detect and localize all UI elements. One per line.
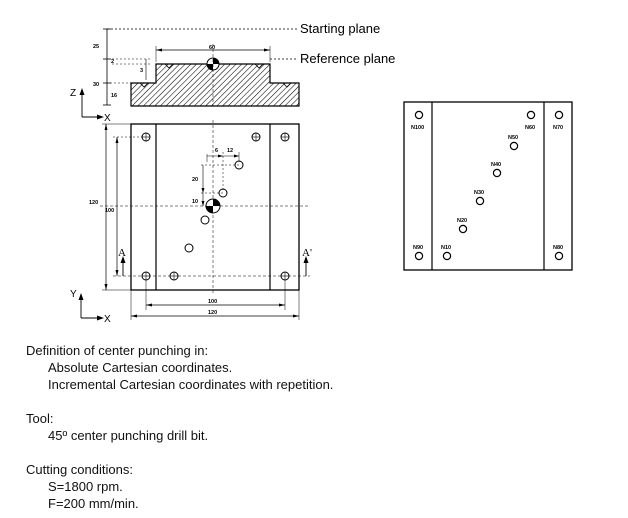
hole-n70 <box>554 110 564 120</box>
label-n40: N40 <box>491 162 501 168</box>
hole-n20 <box>458 224 468 234</box>
section-view: Starting plane Reference plane 25 30 16 … <box>70 21 395 124</box>
dim-30: 30 <box>93 82 99 88</box>
reference-plane-label: Reference plane <box>300 51 395 66</box>
sequence-plate <box>403 101 573 271</box>
axis-x-plan: X <box>104 314 111 325</box>
plate-outline <box>130 123 300 291</box>
part-section <box>130 63 300 107</box>
dim-3: 3 <box>140 68 143 74</box>
label-n30: N30 <box>474 190 484 196</box>
dim-100-vertical: 100 <box>105 208 114 214</box>
spindle-speed: S=1800 rpm. <box>48 479 123 494</box>
dim-120-vertical: 120 <box>89 200 98 206</box>
dim-25: 25 <box>93 44 99 50</box>
hole-n90 <box>414 251 424 261</box>
hole-n100 <box>414 110 424 120</box>
label-n60: N60 <box>525 125 535 131</box>
hole-n10 <box>442 251 452 261</box>
dim-60: 60 <box>209 45 215 51</box>
axis-z: Z <box>70 88 76 99</box>
axis-y: Y <box>70 289 77 300</box>
technical-drawing: Starting plane Reference plane 25 30 16 … <box>70 21 573 325</box>
plan-view: A A' <box>70 120 312 325</box>
dim-120-horizontal: 120 <box>208 310 217 316</box>
hole-n80 <box>554 251 564 261</box>
label-n100: N100 <box>411 125 424 131</box>
label-n20: N20 <box>457 218 467 224</box>
tool-description: 45º center punching drill bit. <box>48 428 209 443</box>
definition-heading: Definition of center punching in: <box>26 343 209 358</box>
section-mark-a-prime: A' <box>302 247 312 259</box>
description-text: Definition of center punching in: Absolu… <box>26 342 333 512</box>
section-mark-a: A <box>118 247 126 259</box>
program-sequence-view: N100 N60 N70 N50 N40 N30 N20 N90 N10 N80 <box>403 101 573 271</box>
tool-heading: Tool: <box>26 411 54 426</box>
dim-100-horizontal: 100 <box>208 299 217 305</box>
feedrate: F=200 mm/min. <box>48 496 139 511</box>
label-n10: N10 <box>441 245 451 251</box>
dim-16: 16 <box>111 93 117 99</box>
dim-2: 2 <box>111 59 114 65</box>
dim-6: 6 <box>215 148 218 154</box>
axis-x: X <box>104 113 111 124</box>
starting-plane-label: Starting plane <box>300 21 380 36</box>
dim-20: 20 <box>192 177 198 183</box>
label-n80: N80 <box>553 245 563 251</box>
hole-n60 <box>526 110 536 120</box>
label-n90: N90 <box>413 245 423 251</box>
cutting-conditions-heading: Cutting conditions: <box>26 462 133 477</box>
hole-n50 <box>509 141 519 151</box>
label-n50: N50 <box>508 135 518 141</box>
hole-n40 <box>492 168 502 178</box>
definition-absolute: Absolute Cartesian coordinates. <box>48 360 233 375</box>
hole-n30 <box>475 196 485 206</box>
label-n70: N70 <box>553 125 563 131</box>
dim-12: 12 <box>227 148 233 154</box>
dim-10: 10 <box>192 199 198 205</box>
definition-incremental: Incremental Cartesian coordinates with r… <box>48 377 334 392</box>
